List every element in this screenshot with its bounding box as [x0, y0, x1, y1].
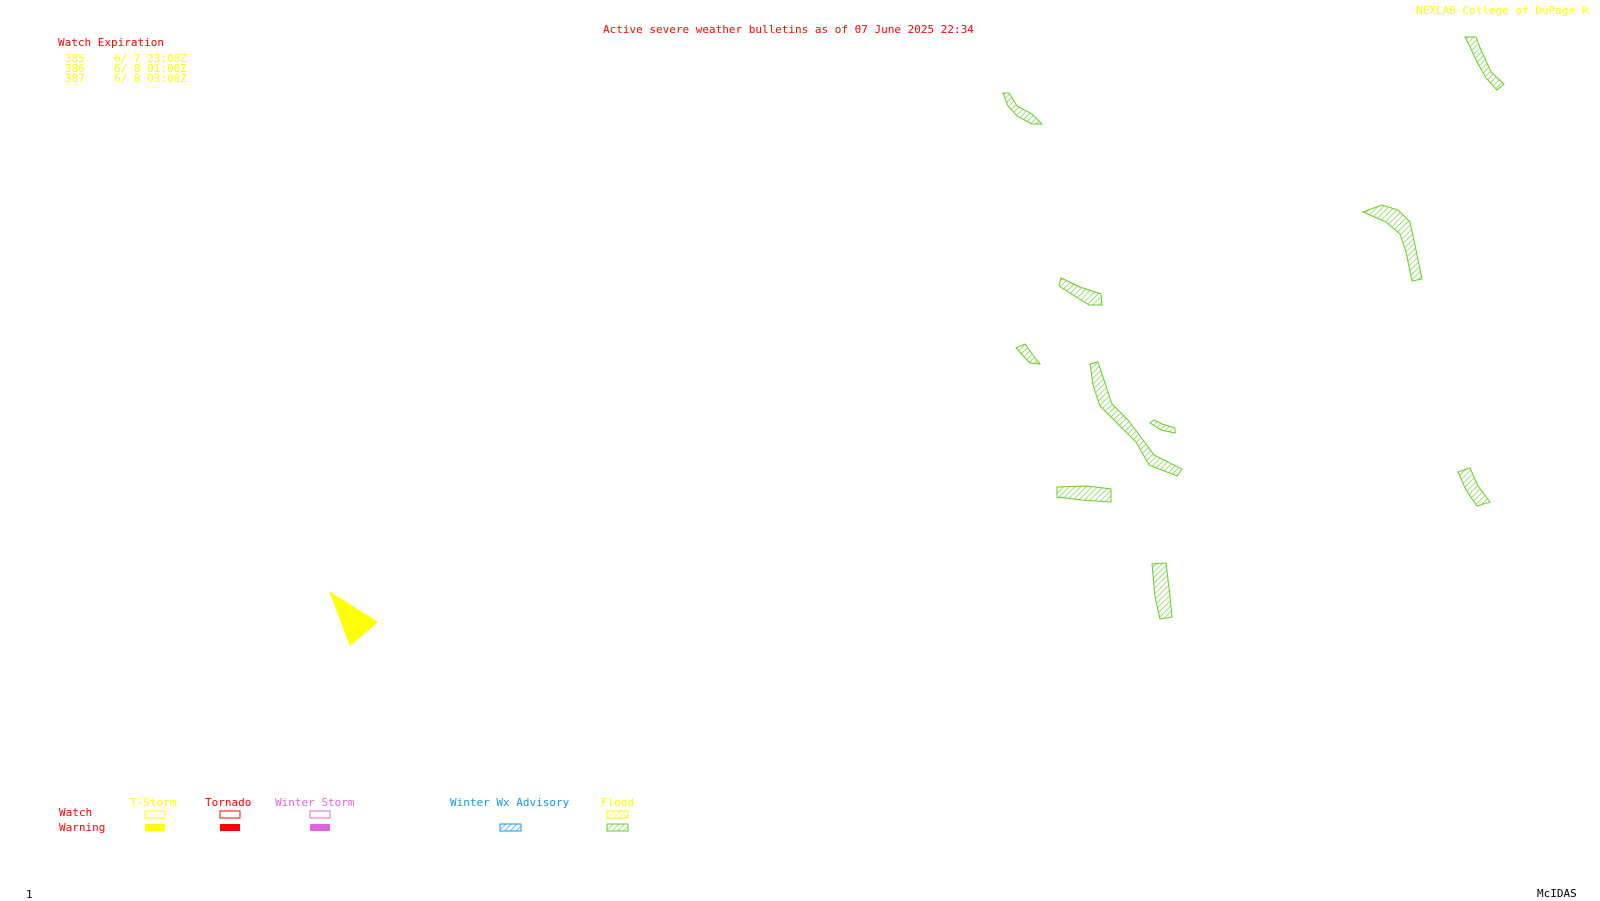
legend-flood-label: Flood [601, 796, 635, 809]
tstorm-watch-swatch [144, 810, 166, 819]
legend-swatches [144, 810, 629, 832]
software-label: McIDAS [1537, 887, 1577, 900]
watch-expiry: 6/ 8 01:00Z [114, 62, 187, 75]
watch-id: 386 [65, 62, 85, 75]
legend-warning-row-label: Warning [59, 821, 106, 834]
legend-winter-wx-advisory-label: Winter Wx Advisory [450, 796, 570, 809]
tstorm-warning-swatch [145, 824, 165, 831]
watch-id: 385 [65, 52, 85, 65]
flood-warning-polygon[interactable] [1089, 361, 1183, 477]
winter-storm-warning-swatch [310, 824, 330, 831]
winter-wx-advisory-swatch [499, 823, 522, 832]
legend-winter-storm-label: Winter Storm [275, 796, 355, 809]
watch-id: 387 [65, 72, 85, 85]
flood-warning-polygon[interactable] [1464, 36, 1505, 91]
flood-warning-polygon[interactable] [1015, 343, 1042, 365]
flood-watch-swatch [606, 810, 629, 819]
watch-expiration-title: Watch Expiration [58, 36, 164, 49]
winter-storm-watch-swatch [309, 810, 331, 819]
credit-label: NEXLAB-College of DuPage R [1416, 4, 1589, 17]
bulletin-title: Active severe weather bulletins as of 07… [603, 23, 974, 36]
flood-warning-swatch [606, 823, 629, 832]
flood-warning-polygon[interactable] [1058, 277, 1103, 306]
tstorm-warning-polygon[interactable] [329, 591, 378, 646]
legend-tornado-label: Tornado [205, 796, 252, 809]
flood-warning-polygon[interactable] [1151, 562, 1173, 620]
tornado-watch-swatch [219, 810, 241, 819]
watch-expiry: 6/ 8 03:00Z [114, 72, 187, 85]
watch-expiry: 6/ 7 23:00Z [114, 52, 187, 65]
legend-tstorm-label: T-Storm [130, 796, 177, 809]
flood-warning-polygon[interactable] [1361, 204, 1423, 282]
flood-warning-polygon[interactable] [1457, 467, 1491, 507]
tornado-warning-swatch [220, 824, 240, 831]
frame-number: 1 [26, 888, 33, 901]
flood-warning-polygon[interactable] [1002, 92, 1044, 125]
legend-watch-row-label: Watch [59, 806, 93, 819]
flood-warning-polygon[interactable] [1149, 419, 1176, 434]
flood-warning-polygon[interactable] [1056, 485, 1112, 503]
